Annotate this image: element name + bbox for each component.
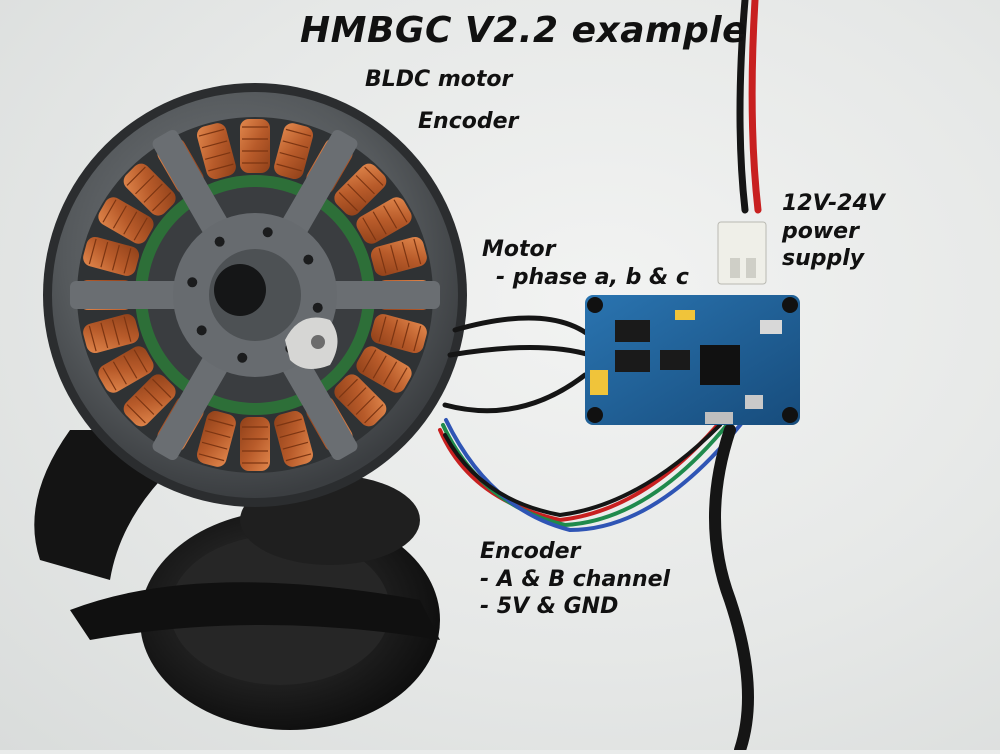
encoder-line-2: - A & B channel: [480, 566, 671, 592]
label-motor-phases: Motor - phase a, b & c: [482, 236, 689, 291]
power-connector: [717, 221, 767, 285]
suction-cup: [34, 430, 440, 730]
encoder-line-3: - 5V & GND: [480, 594, 619, 619]
wires: [438, 0, 772, 754]
power-line-2: power: [782, 218, 859, 244]
label-encoder-top: Encoder: [418, 109, 519, 134]
label-encoder-channels: Encoder - A & B channel - 5V & GND: [480, 538, 670, 621]
power-line-3: supply: [782, 246, 865, 271]
label-bldc-motor: BLDC motor: [365, 67, 513, 92]
motor-line-2: - phase a, b & c: [496, 264, 689, 290]
motor-line-1: Motor: [482, 237, 556, 262]
bldc-motor: [43, 83, 467, 507]
hmbgc-board: [585, 295, 800, 425]
label-power-supply: 12V-24V power supply: [782, 190, 885, 273]
title: HMBGC V2.2 example: [300, 10, 748, 51]
power-line-1: 12V-24V: [782, 191, 885, 216]
encoder-line-1: Encoder: [480, 539, 581, 564]
